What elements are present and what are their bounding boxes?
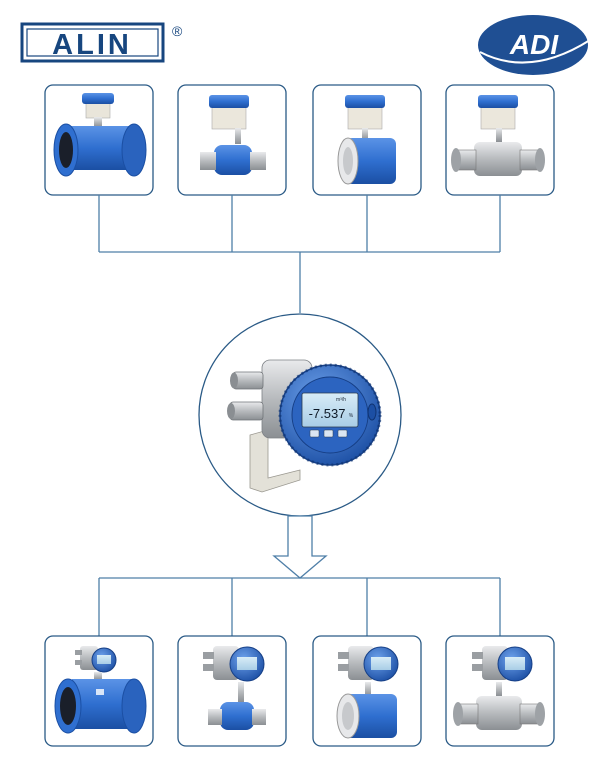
lcd-reading: -7.537 xyxy=(309,406,346,421)
keypad-button-1 xyxy=(309,429,320,438)
threaded-integral-image xyxy=(203,646,266,730)
flanged-integral-image xyxy=(54,646,147,734)
down-arrow-icon xyxy=(272,515,328,579)
threaded-sensor-image xyxy=(200,95,266,175)
top-sensor-row xyxy=(44,84,555,196)
adi-swoosh-icon xyxy=(479,39,591,64)
flanged-sensor-image xyxy=(53,93,147,177)
lcd-unit: m³/h xyxy=(336,397,346,403)
top-connectors xyxy=(98,195,501,313)
cable-gland-upper xyxy=(230,371,264,390)
sanitary-sensor-image xyxy=(451,95,545,176)
wafer-integral-image xyxy=(336,646,399,739)
sanitary-integral-image xyxy=(453,646,545,730)
lcd-side-label: % xyxy=(349,413,354,419)
lcd-display xyxy=(301,392,359,428)
wafer-sensor-image xyxy=(337,95,396,185)
alin-logo-text: ALIN xyxy=(52,29,132,61)
lid-latch xyxy=(367,403,377,421)
bottom-connectors xyxy=(98,577,501,636)
bottom-meter-row xyxy=(44,635,555,747)
transmitter-circle: m³/h -7.537 % xyxy=(198,313,402,517)
alin-logo-inner-frame xyxy=(26,28,159,57)
keypad-button-2 xyxy=(323,429,334,438)
registered-mark: ® xyxy=(172,23,183,39)
cable-gland-lower xyxy=(227,401,264,421)
alin-logo: ALIN ® xyxy=(20,22,183,63)
alin-logo-frame xyxy=(20,22,165,63)
keypad-button-3 xyxy=(337,429,348,438)
adi-logo-text: ADI xyxy=(509,29,559,60)
adi-logo: ADI xyxy=(478,15,591,75)
